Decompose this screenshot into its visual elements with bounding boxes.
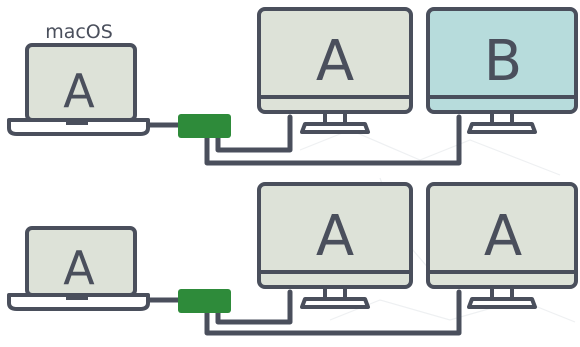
bottom-cables [147,289,462,336]
laptop-macos: A macOS [7,21,150,136]
laptop-notch [66,120,88,125]
monitor-letter: B [484,29,522,94]
top-cables [147,114,462,166]
monitor-bottom-left: A [257,182,413,309]
usb-dock-hub [178,289,231,313]
monitor-bottom-right: A [426,182,578,309]
cable-hub-to-monitor-a [215,289,293,325]
usb-dock-hub [178,114,231,138]
monitor-top-left: A [257,7,413,134]
cable-hub-to-monitor-a [215,114,293,153]
monitor-stand-base [467,122,537,134]
os-label: macOS [45,21,113,43]
monitor-letter: A [316,204,354,269]
monitor-letter: A [484,204,522,269]
monitor-stand-base [300,122,370,134]
cable-hub-to-monitor-b [204,289,462,336]
laptop-bottom: A [7,226,150,311]
bottom-row: A A A [7,182,578,336]
monitor-top-right: B [426,7,578,134]
monitor-stand-base [300,297,370,309]
laptop-base [7,293,150,311]
monitor-letter: A [316,29,354,94]
laptop-base [7,118,150,136]
laptop-screen-letter: A [63,64,95,118]
monitor-stand-base [467,297,537,309]
laptop-screen-letter: A [63,241,95,295]
laptop-notch [66,295,88,300]
cable-hub-to-monitor-b [204,114,462,166]
top-row: A macOS A B [7,7,578,166]
